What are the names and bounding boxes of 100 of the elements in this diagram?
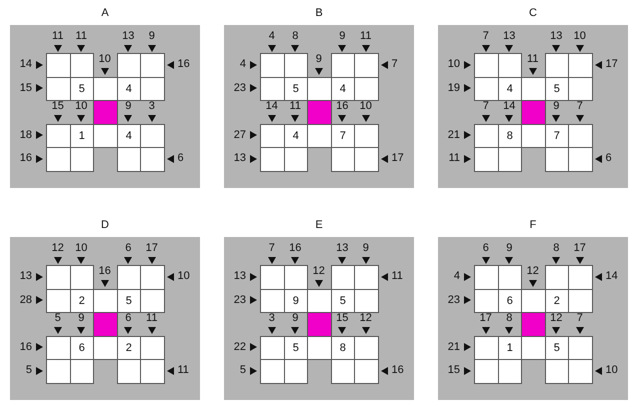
shaded-cell bbox=[521, 312, 546, 336]
clue-number: 13 bbox=[234, 271, 246, 282]
grid-cell bbox=[260, 265, 284, 290]
grid-cell bbox=[140, 288, 164, 313]
grid-cell bbox=[140, 336, 164, 360]
shaded-cell bbox=[307, 100, 332, 124]
clue-number: 13 bbox=[550, 30, 562, 42]
clue-number: 12 bbox=[550, 313, 562, 324]
clue-number: 21 bbox=[448, 130, 460, 141]
clue-number: 9 bbox=[125, 101, 132, 112]
clue-number: 11 bbox=[392, 271, 403, 282]
grid-cell bbox=[93, 124, 118, 148]
grid-cell bbox=[46, 336, 70, 360]
clue-number: 16 bbox=[98, 266, 111, 278]
clue-number: 23 bbox=[448, 294, 460, 306]
grid-cell bbox=[46, 288, 70, 313]
clue-number: 23 bbox=[234, 294, 246, 306]
clue-number: 7 bbox=[392, 59, 398, 70]
clue-number: 15 bbox=[20, 82, 32, 94]
clue-number: 12 bbox=[526, 266, 539, 278]
grid-cell bbox=[260, 288, 284, 313]
clue-number: 8 bbox=[553, 242, 560, 254]
grid-cell bbox=[116, 147, 141, 172]
grid-cell bbox=[70, 147, 94, 172]
grid-cell bbox=[116, 53, 141, 78]
grid-cell bbox=[307, 336, 332, 360]
grid-cell bbox=[544, 359, 569, 384]
panel-title: F bbox=[530, 220, 536, 231]
grid-cell bbox=[46, 124, 70, 148]
grid-cell bbox=[284, 265, 308, 290]
grid-cell bbox=[140, 359, 164, 384]
clue-number: 27 bbox=[234, 130, 246, 141]
clue-number: 5 bbox=[54, 313, 61, 324]
clue-number: 16 bbox=[392, 365, 404, 376]
grid-cell bbox=[116, 265, 141, 290]
clue-number: 10 bbox=[606, 365, 618, 376]
clue-number: 12 bbox=[52, 242, 64, 254]
clue-number: 4 bbox=[240, 59, 246, 70]
clue-number: 9 bbox=[506, 242, 512, 254]
grid-cell bbox=[474, 359, 498, 384]
clue-number: 5 bbox=[240, 365, 246, 376]
grid-cell bbox=[354, 53, 378, 78]
clue-number: 11 bbox=[448, 153, 460, 164]
clue-number: 28 bbox=[20, 294, 32, 306]
grid-cell bbox=[354, 336, 378, 360]
clue-number: 4 bbox=[454, 271, 460, 282]
grid-cell bbox=[498, 265, 522, 290]
clue-number: 12 bbox=[360, 313, 372, 324]
grid-cell bbox=[93, 336, 118, 360]
clue-number: 5 bbox=[26, 365, 32, 376]
clue-number: 14 bbox=[20, 59, 32, 70]
clue-number: 17 bbox=[480, 313, 492, 324]
grid-cell bbox=[474, 124, 498, 148]
clue-number: 22 bbox=[234, 342, 246, 353]
grid-cell bbox=[70, 53, 94, 78]
grid-cell bbox=[521, 336, 546, 360]
clue-number: 13 bbox=[336, 242, 348, 254]
clue-number: 16 bbox=[289, 242, 302, 254]
grid-cell bbox=[498, 359, 522, 384]
clue-number: 11 bbox=[178, 365, 189, 376]
grid-cell bbox=[70, 359, 94, 384]
clue-number: 11 bbox=[290, 101, 301, 112]
clue-number: 15 bbox=[52, 101, 64, 112]
clue-number: 9 bbox=[553, 101, 560, 112]
grid-cell bbox=[140, 124, 164, 148]
grid-cell bbox=[544, 265, 569, 290]
grid-cell bbox=[354, 76, 378, 101]
clue-number: 17 bbox=[574, 242, 586, 254]
grid-cell bbox=[568, 53, 592, 78]
clue-number: 6 bbox=[606, 153, 612, 164]
clue-number: 13 bbox=[503, 30, 516, 42]
clue-number: 13 bbox=[122, 30, 134, 42]
grid-cell bbox=[521, 124, 546, 148]
grid-cell bbox=[93, 288, 118, 313]
grid-cell bbox=[521, 76, 546, 101]
grid-cell bbox=[474, 336, 498, 360]
clue-number: 15 bbox=[336, 313, 348, 324]
grid-cell bbox=[307, 124, 332, 148]
clue-number: 7 bbox=[482, 101, 489, 112]
panel-title: E bbox=[315, 220, 323, 231]
clue-number: 17 bbox=[392, 153, 404, 164]
clue-number: 14 bbox=[266, 101, 278, 112]
grid-cell bbox=[307, 288, 332, 313]
grid-cell bbox=[568, 288, 592, 313]
clue-number: 3 bbox=[148, 101, 155, 112]
clue-number: 23 bbox=[234, 82, 246, 94]
clue-number: 7 bbox=[576, 101, 583, 112]
grid-cell bbox=[260, 359, 284, 384]
shaded-cell bbox=[93, 100, 118, 124]
grid-cell bbox=[521, 288, 546, 313]
shaded-cell bbox=[93, 312, 118, 336]
clue-number: 13 bbox=[20, 271, 32, 282]
grid-cell bbox=[354, 147, 378, 172]
grid-cell bbox=[474, 147, 498, 172]
grid-cell bbox=[474, 288, 498, 313]
clue-number: 7 bbox=[482, 30, 489, 42]
panel-title: C bbox=[529, 8, 537, 19]
grid-cell bbox=[568, 147, 592, 172]
grid-cell bbox=[46, 53, 70, 78]
clue-number: 17 bbox=[146, 242, 158, 254]
